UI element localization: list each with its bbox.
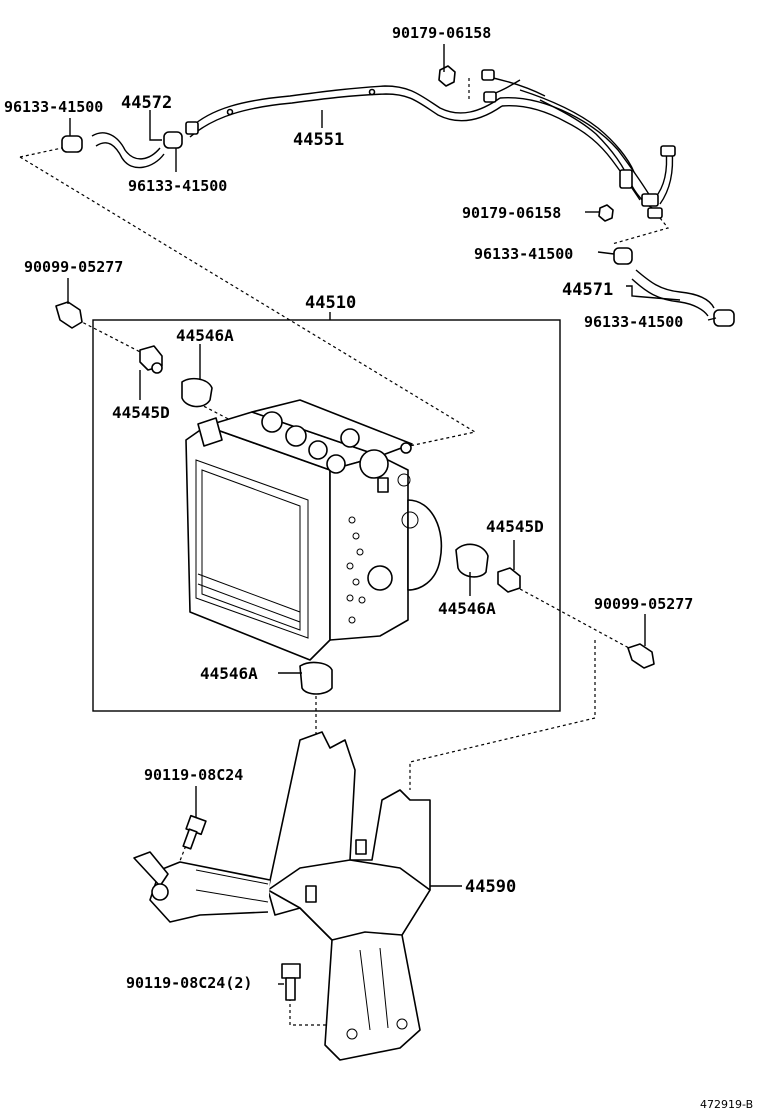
- part-labels: 90179-06158 96133-41500 44572 44551 9613…: [4, 24, 753, 1111]
- label-44510: 44510: [305, 293, 356, 313]
- hose-44571: [613, 247, 735, 327]
- label-96133-right-2: 96133-41500: [584, 313, 683, 331]
- label-44571: 44571: [562, 280, 613, 300]
- drawing-reference: 472919-B: [700, 1098, 753, 1111]
- nut-icon: [438, 65, 614, 222]
- clamp-icon: [61, 135, 83, 153]
- label-44546A-bottom: 44546A: [200, 664, 258, 683]
- label-44545D-left: 44545D: [112, 403, 170, 422]
- cushion-icon: [139, 345, 521, 695]
- label-90119-top: 90119-08C24: [144, 766, 243, 784]
- label-96133-right-1: 96133-41500: [474, 245, 573, 263]
- abs-actuator: [185, 399, 443, 661]
- bolt-icon: [55, 301, 655, 669]
- label-44590: 44590: [465, 877, 516, 897]
- label-90099-right: 90099-05277: [594, 595, 693, 613]
- label-96133-top-left: 96133-41500: [4, 98, 103, 116]
- label-leaders: [67, 44, 717, 985]
- label-44551: 44551: [293, 130, 344, 150]
- label-96133-top-mid: 96133-41500: [128, 177, 227, 195]
- label-44546A-right: 44546A: [438, 599, 496, 618]
- label-90179-top: 90179-06158: [392, 24, 491, 42]
- brake-tube-44551: [185, 69, 676, 219]
- label-44545D-right: 44545D: [486, 517, 544, 536]
- label-44572: 44572: [121, 93, 172, 113]
- clamp-icon: [613, 247, 633, 265]
- clamp-icon: [163, 131, 183, 149]
- clamp-icon: [713, 309, 735, 327]
- label-90099-left: 90099-05277: [24, 258, 123, 276]
- label-44546A-top: 44546A: [176, 326, 234, 345]
- assembly-frame-44510: [92, 319, 561, 712]
- label-90119-bottom: 90119-08C24(2): [126, 974, 252, 992]
- bolt-icon: [182, 814, 301, 1001]
- label-90179-right: 90179-06158: [462, 204, 561, 222]
- bracket-44590: [133, 731, 431, 1061]
- hose-44572: [61, 131, 183, 169]
